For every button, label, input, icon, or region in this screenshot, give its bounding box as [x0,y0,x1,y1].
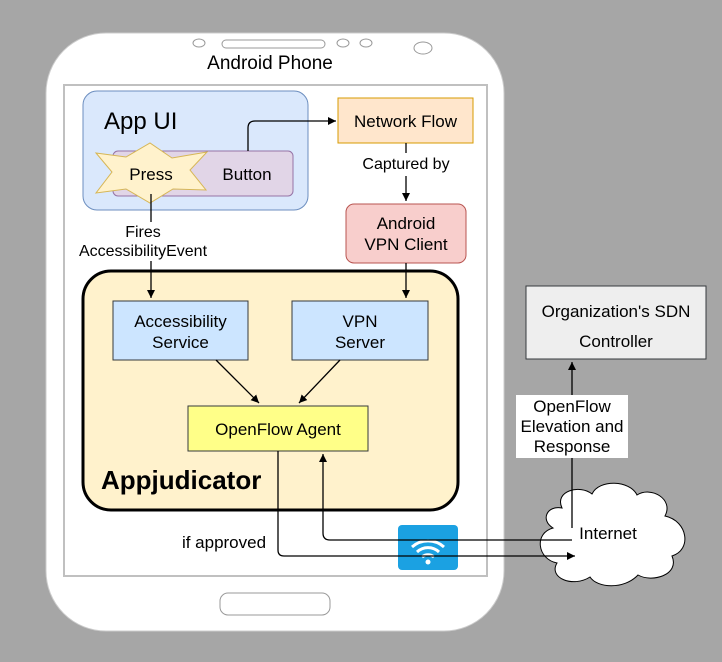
openflow-elevation-line2: Elevation and [520,417,623,436]
fires-line1: Fires [125,224,161,241]
vpn-client-line1: Android [377,214,436,233]
edge-internet-to-agent [319,454,572,541]
network-flow-box [337,97,474,144]
openflow-agent-label: OpenFlow Agent [215,420,341,439]
sdn-controller-line1: Organization's SDN [542,302,691,321]
vpn-client-box [345,203,467,264]
wifi-icon [398,525,458,570]
press-label: Press [129,165,172,184]
sdn-controller-box [525,285,707,360]
edge-button-to-network-flow [247,117,336,151]
accessibility-service-line1: Accessibility [134,312,227,331]
speaker-slot [221,39,326,49]
camera-dot [413,41,433,55]
network-flow-label: Network Flow [354,112,458,131]
openflow-agent-box [187,405,369,452]
sensor-dot [192,38,206,48]
vpn-server-line1: VPN [343,312,378,331]
edge-vpn-server-to-agent [298,359,341,404]
internet-cloud [539,482,686,587]
internet-label: Internet [579,524,637,543]
sensor-dot [359,38,373,48]
phone-title: Android Phone [207,53,333,74]
sdn-controller-line2: Controller [579,332,653,351]
app-ui-title: App UI [104,108,177,135]
accessibility-service-line2: Service [152,333,209,352]
press-starburst-icon [94,142,209,204]
openflow-elevation-line3: Response [534,437,611,456]
phone-top-details [192,38,433,55]
sensor-dot [336,38,350,48]
edges [147,117,576,560]
openflow-elevation-line1: OpenFlow [533,397,611,416]
vpn-client-line2: VPN Client [364,235,447,254]
edge-agent-to-internet [277,451,575,560]
home-button[interactable] [219,592,331,616]
if-approved-label: if approved [182,533,266,552]
app-ui-button-label: Button [222,165,271,184]
appjudicator-label: Appjudicator [101,465,261,495]
vpn-server-box [291,300,429,361]
accessibility-service-box [112,300,249,361]
vpn-server-line2: Server [335,333,385,352]
edge-accessibility-to-agent [215,359,260,404]
captured-by-label: Captured by [362,156,449,173]
fires-line2: AccessibilityEvent [79,243,208,260]
openflow-elevation-label-bg [516,395,628,458]
